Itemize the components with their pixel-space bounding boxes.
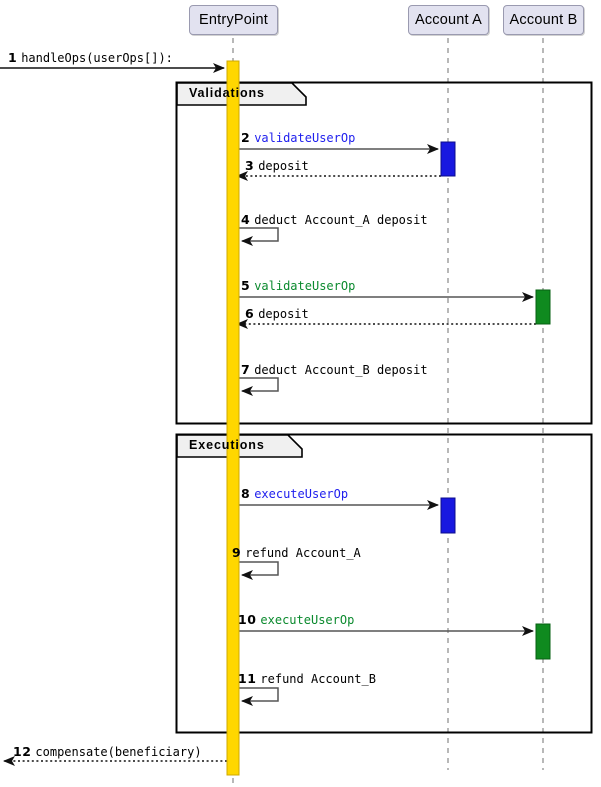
message-arrow-9 [239,561,279,580]
activation-account-a-validate [440,141,456,177]
activation-account-a-execute [440,497,456,534]
message-text-3: deposit [258,159,309,173]
message-label-5: 5 validateUserOp [241,278,355,293]
message-label-3: 3 deposit [245,158,309,173]
fragment-label-executions: Executions [189,438,265,452]
message-arrow-11 [239,687,279,706]
message-text-1: handleOps(userOps[]): [21,51,173,65]
message-text-8: executeUserOp [254,487,349,501]
participant-account-b[interactable]: Account B [503,5,584,35]
message-seq-9: 9 [232,545,242,560]
message-text-7: deduct Account_B deposit [254,363,428,377]
participant-account-a-label: Account A [414,12,483,28]
message-text-4: deduct Account_A deposit [254,213,428,227]
message-arrow-4 [239,227,279,246]
message-seq-4: 4 [241,212,251,227]
message-label-2: 2 validateUserOp [241,130,355,145]
fragment-label-validations: Validations [189,86,265,100]
message-text-10: executeUserOp [260,613,355,627]
message-text-6: deposit [258,307,309,321]
activation-entrypoint [226,60,240,776]
fragment-frame-validations [175,81,593,425]
message-text-9: refund Account_A [245,546,361,560]
message-seq-12: 12 [13,744,32,759]
message-label-12: 12 compensate(beneficiary) [13,744,202,759]
message-text-11: refund Account_B [260,672,376,686]
message-label-7: 7 deduct Account_B deposit [241,362,428,377]
activation-account-b-execute [535,623,551,660]
message-seq-3: 3 [245,158,255,173]
message-text-2: validateUserOp [254,131,356,145]
message-seq-10: 10 [238,612,257,627]
participant-entrypoint-label: EntryPoint [199,12,268,28]
message-label-9: 9 refund Account_A [232,545,361,560]
message-seq-7: 7 [241,362,251,377]
fragment-label-validations-text: Validations [189,86,265,100]
participant-entrypoint[interactable]: EntryPoint [189,5,278,35]
message-text-5: validateUserOp [254,279,356,293]
message-seq-2: 2 [241,130,251,145]
message-label-4: 4 deduct Account_A deposit [241,212,428,227]
participant-account-a[interactable]: Account A [408,5,489,35]
participant-account-b-label: Account B [509,12,578,28]
message-label-6: 6 deposit [245,306,309,321]
message-seq-8: 8 [241,486,251,501]
message-seq-6: 6 [245,306,255,321]
fragment-label-executions-text: Executions [189,438,265,452]
message-seq-1: 1 [8,50,18,65]
message-label-11: 11 refund Account_B [238,671,376,686]
message-seq-5: 5 [241,278,251,293]
message-label-8: 8 executeUserOp [241,486,348,501]
message-arrow-7 [239,377,279,396]
message-seq-11: 11 [238,671,257,686]
message-text-12: compensate(beneficiary) [35,745,202,759]
message-label-10: 10 executeUserOp [238,612,354,627]
activation-account-b-validate [535,289,551,325]
message-label-1: 1 handleOps(userOps[]): [8,50,173,65]
